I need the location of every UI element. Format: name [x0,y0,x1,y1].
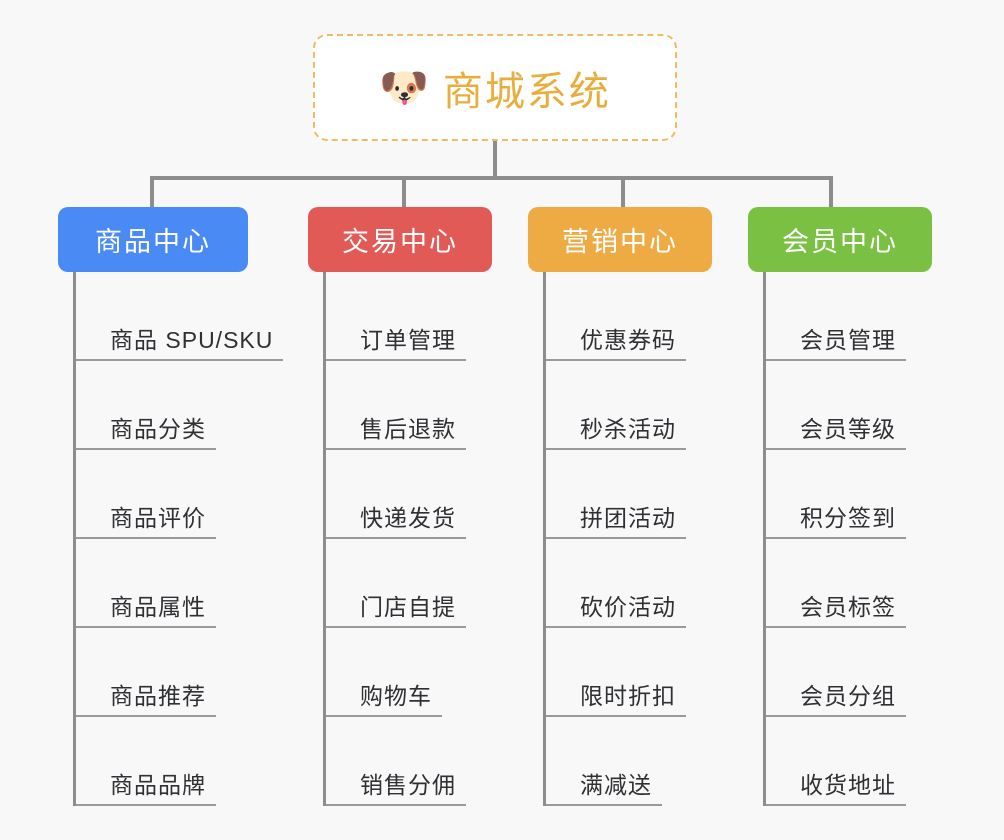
leaf-item[interactable]: 会员标签 [766,539,906,628]
leaf-label: 会员管理 [800,327,896,353]
leaf-label: 满减送 [580,772,652,798]
category-label: 商品中心 [95,227,211,257]
leaf-item[interactable]: 积分签到 [766,450,906,539]
leaf-label: 拼团活动 [580,505,676,531]
leaf-underline [76,448,216,450]
leaf-label: 会员等级 [800,416,896,442]
leaf-label: 商品分类 [110,416,206,442]
leaf-label: 会员标签 [800,594,896,620]
leaf-label: 商品评价 [110,505,206,531]
leaf-label: 砍价活动 [580,594,676,620]
leaf-item[interactable]: 砍价活动 [546,539,686,628]
leaf-label: 会员分组 [800,683,896,709]
leaf-item[interactable]: 商品 SPU/SKU [76,272,283,361]
leaf-label: 商品推荐 [110,683,206,709]
connector-horizontal-bus [150,176,833,180]
leaf-label: 积分签到 [800,505,896,531]
connector-drop-trade [402,176,406,209]
leaf-underline [766,804,906,806]
branch-marketing-center: 营销中心优惠券码秒杀活动拼团活动砍价活动限时折扣满减送 [528,207,712,806]
leaf-item[interactable]: 商品属性 [76,539,283,628]
category-box-member-center[interactable]: 会员中心 [748,207,932,272]
category-label: 交易中心 [342,227,458,257]
leaf-underline [326,804,466,806]
leaf-underline [326,626,466,628]
leaf-label: 订单管理 [360,327,456,353]
leaf-underline [76,715,216,717]
leaf-label: 售后退款 [360,416,456,442]
leaf-item[interactable]: 秒杀活动 [546,361,686,450]
leaf-underline [546,626,686,628]
leaf-underline [326,359,466,361]
connector-drop-marketing [621,176,625,209]
leaf-label: 销售分佣 [360,772,456,798]
leaf-list-marketing-center: 优惠券码秒杀活动拼团活动砍价活动限时折扣满减送 [543,272,686,806]
leaf-underline [766,359,906,361]
root-node[interactable]: 🐶 商城系统 [313,34,677,141]
leaf-item[interactable]: 订单管理 [326,272,466,361]
branch-trade-center: 交易中心订单管理售后退款快递发货门店自提购物车销售分佣 [308,207,492,806]
leaf-item[interactable]: 商品分类 [76,361,283,450]
leaf-underline [766,448,906,450]
leaf-item[interactable]: 会员管理 [766,272,906,361]
leaf-underline [766,537,906,539]
leaf-label: 门店自提 [360,594,456,620]
leaf-item[interactable]: 快递发货 [326,450,466,539]
category-box-product-center[interactable]: 商品中心 [58,207,248,272]
branch-member-center: 会员中心会员管理会员等级积分签到会员标签会员分组收货地址 [748,207,932,806]
category-label: 会员中心 [782,227,898,257]
leaf-label: 秒杀活动 [580,416,676,442]
leaf-label: 优惠券码 [580,327,676,353]
leaf-underline [76,626,216,628]
leaf-label: 商品属性 [110,594,206,620]
leaf-item[interactable]: 门店自提 [326,539,466,628]
leaf-list-member-center: 会员管理会员等级积分签到会员标签会员分组收货地址 [763,272,906,806]
leaf-underline [546,715,686,717]
category-label: 营销中心 [562,227,678,257]
connector-drop-member [829,176,833,209]
leaf-underline [546,359,686,361]
leaf-underline [76,359,283,361]
leaf-item[interactable]: 收货地址 [766,717,906,806]
leaf-item[interactable]: 售后退款 [326,361,466,450]
category-box-trade-center[interactable]: 交易中心 [308,207,492,272]
dog-face-icon: 🐶 [379,65,429,110]
leaf-item[interactable]: 限时折扣 [546,628,686,717]
leaf-item[interactable]: 优惠券码 [546,272,686,361]
leaf-item[interactable]: 会员等级 [766,361,906,450]
leaf-item[interactable]: 销售分佣 [326,717,466,806]
leaf-item[interactable]: 会员分组 [766,628,906,717]
leaf-underline [326,537,466,539]
leaf-underline [326,448,466,450]
leaf-item[interactable]: 商品评价 [76,450,283,539]
leaf-underline [766,715,906,717]
leaf-item[interactable]: 拼团活动 [546,450,686,539]
leaf-item[interactable]: 商品推荐 [76,628,283,717]
leaf-underline [766,626,906,628]
leaf-underline [326,715,442,717]
connector-drop-product [150,176,154,209]
leaf-list-product-center: 商品 SPU/SKU 商品分类商品评价商品属性商品推荐商品品牌 [73,272,283,806]
leaf-underline [546,537,686,539]
leaf-underline [546,804,662,806]
leaf-underline [76,804,216,806]
leaf-item[interactable]: 满减送 [546,717,686,806]
category-box-marketing-center[interactable]: 营销中心 [528,207,712,272]
leaf-label: 限时折扣 [580,683,676,709]
leaf-label: 购物车 [360,683,432,709]
branch-product-center: 商品中心商品 SPU/SKU 商品分类商品评价商品属性商品推荐商品品牌 [58,207,283,806]
leaf-label: 收货地址 [800,772,896,798]
leaf-underline [76,537,216,539]
leaf-label: 快递发货 [360,505,456,531]
root-title: 商城系统 [442,69,611,114]
connector-root-stub [493,141,497,178]
leaf-label: 商品 SPU/SKU [110,327,274,353]
leaf-list-trade-center: 订单管理售后退款快递发货门店自提购物车销售分佣 [323,272,466,806]
leaf-underline [546,448,686,450]
leaf-item[interactable]: 购物车 [326,628,466,717]
leaf-item[interactable]: 商品品牌 [76,717,283,806]
leaf-label: 商品品牌 [110,772,206,798]
